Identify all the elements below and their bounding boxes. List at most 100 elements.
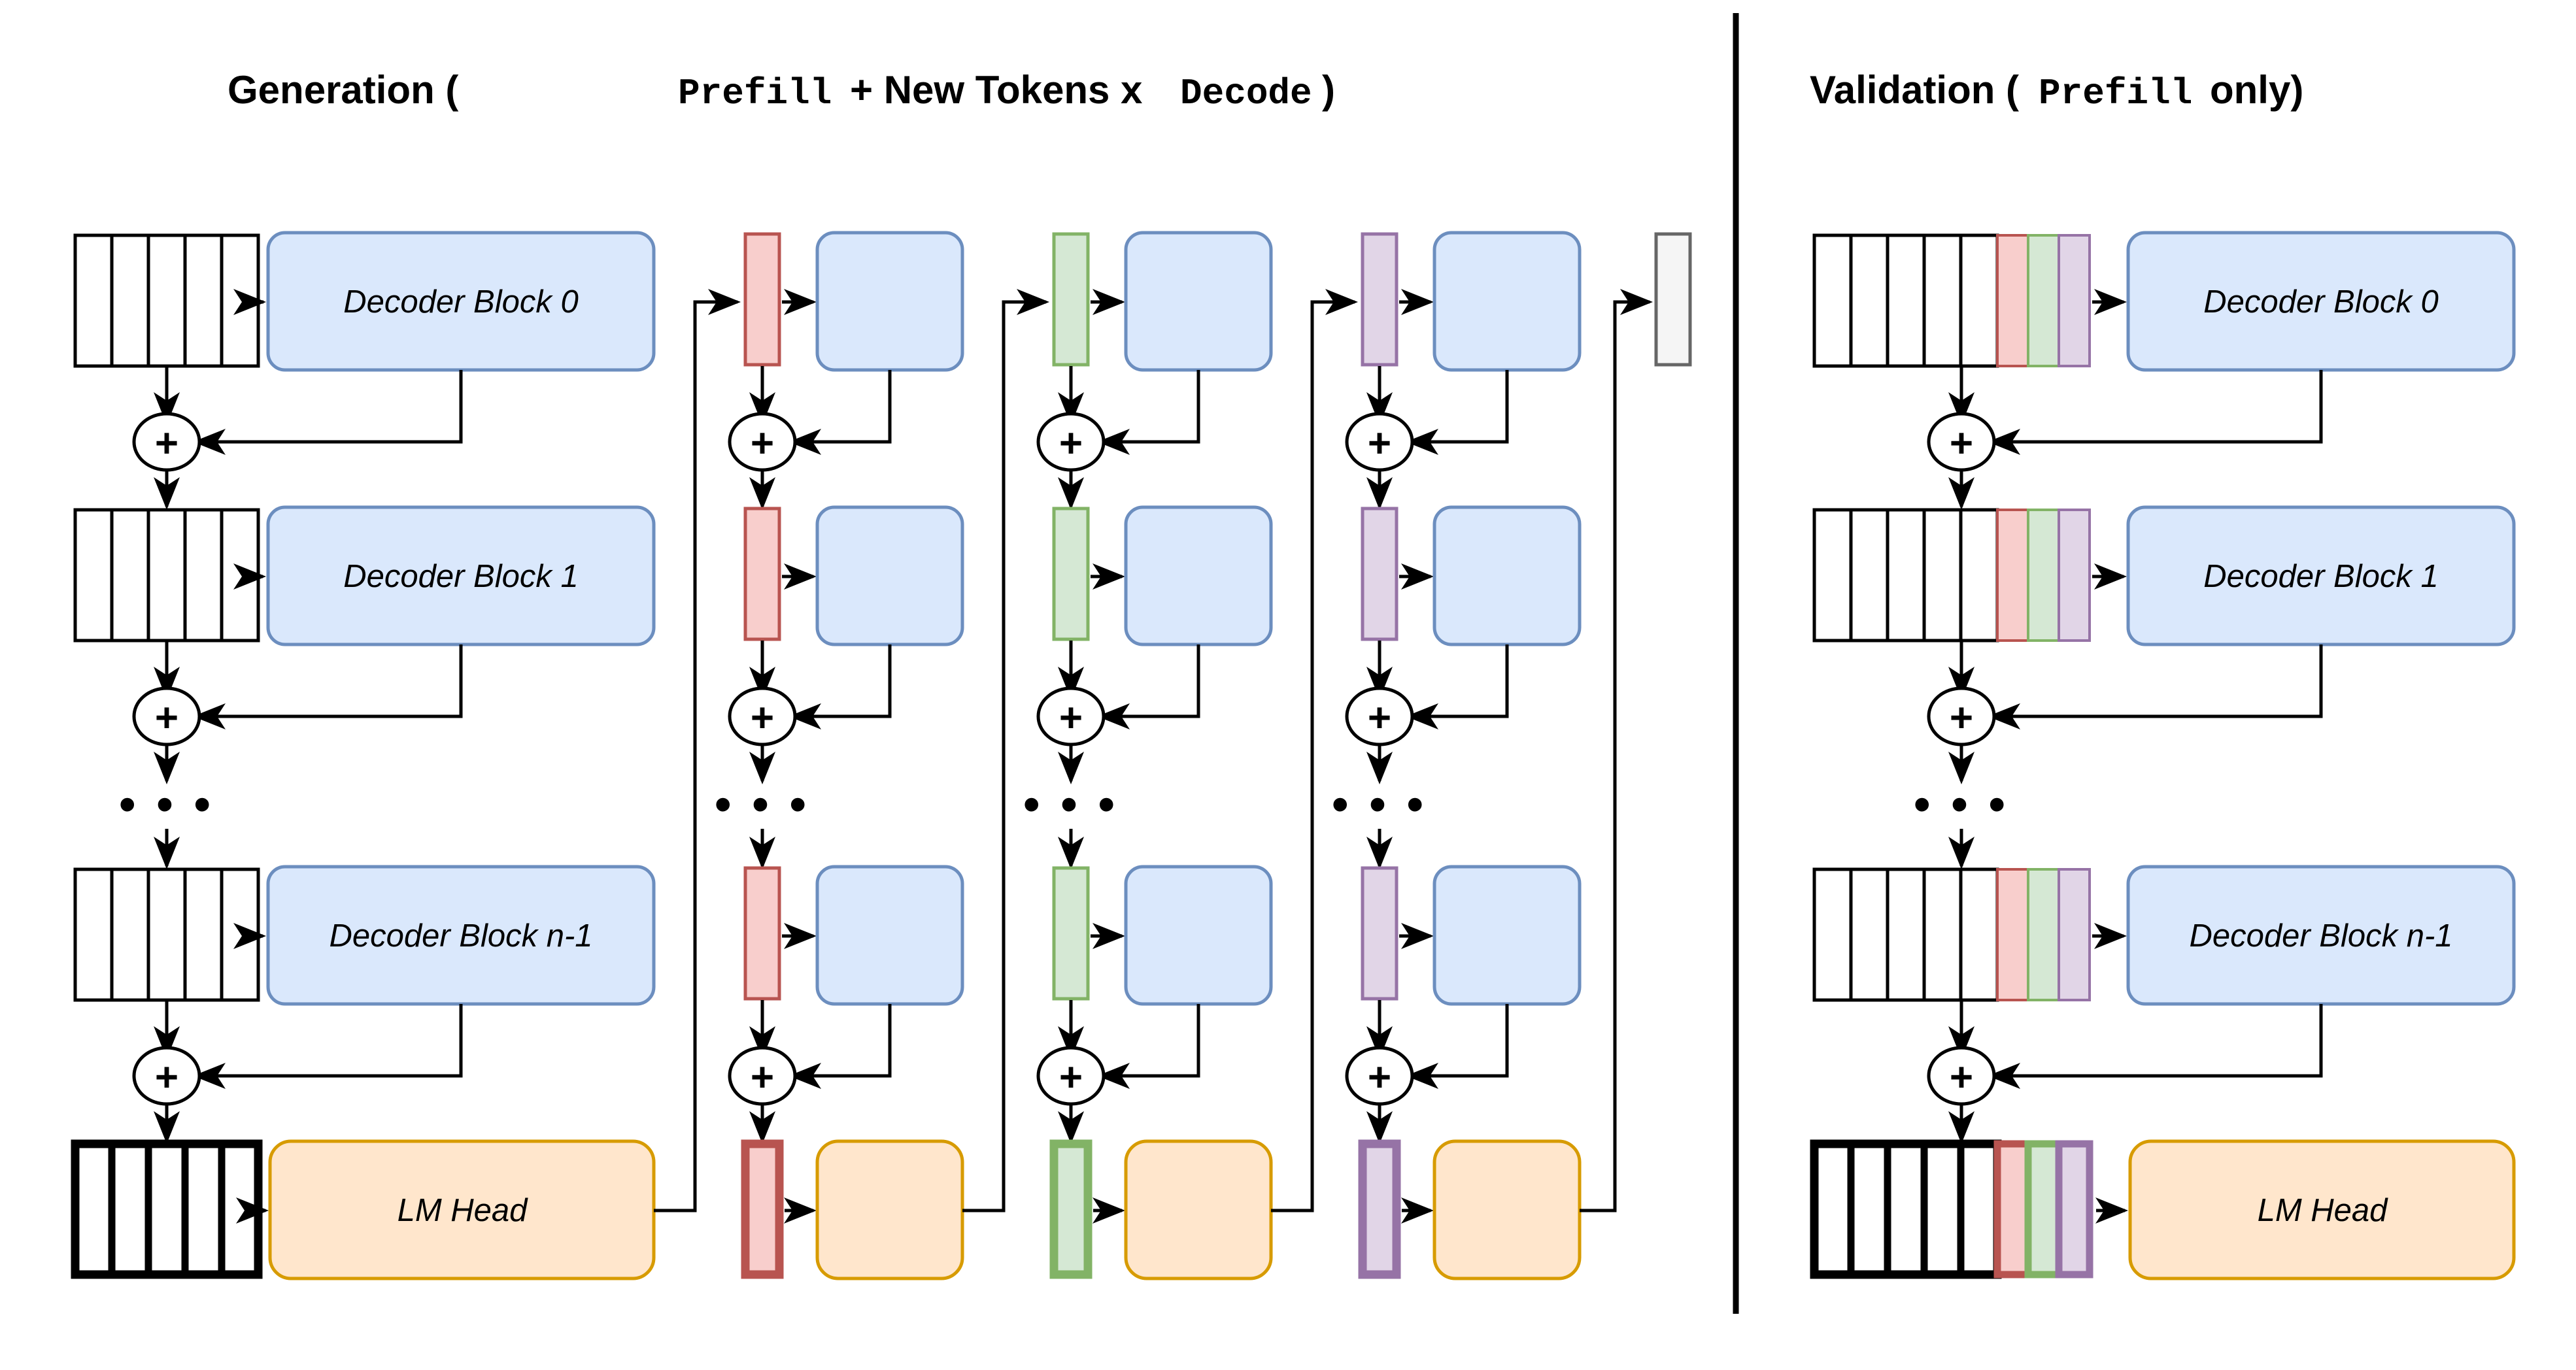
validation-token-grid-lmhead: [1810, 1139, 2093, 1279]
output-token-bar: [1654, 232, 1692, 367]
lm-head-validation-label: LM Head: [2258, 1193, 2389, 1228]
residual-add-validation-0[interactable]: +: [1927, 412, 1996, 472]
validation-token-green-lmhead: [2024, 1140, 2063, 1278]
prefill-token-grid-blockn1: [73, 867, 260, 1002]
residual-add-decode-2-1[interactable]: +: [1036, 686, 1106, 746]
validation-token-grid-block1: [1812, 508, 2091, 643]
decode-3-token-blockn1: [1361, 866, 1398, 1001]
plus-icon: +: [1950, 421, 1973, 466]
plus-icon: +: [1059, 421, 1083, 466]
plus-icon: +: [1368, 421, 1391, 466]
validation-token-green-1: [2027, 509, 2060, 642]
decode-2-token-lmhead: [1049, 1139, 1093, 1279]
plus-icon: +: [1950, 695, 1973, 741]
prefill-token-grid-block1: [73, 508, 260, 643]
generation-title-part-0: Generation (: [228, 68, 458, 112]
decode-3-decoder-block-0[interactable]: [1432, 231, 1582, 372]
residual-add-validation-n1[interactable]: +: [1927, 1046, 1996, 1106]
plus-icon: +: [1368, 695, 1391, 741]
validation-token-purple-1: [2058, 509, 2091, 642]
validation-token-red-1: [1996, 509, 2029, 642]
validation-token-green-n1: [2027, 868, 2060, 1001]
decode-1-token-block0: [743, 232, 781, 367]
decode-3-token-lmhead: [1358, 1139, 1401, 1279]
plus-icon: +: [155, 421, 178, 466]
plus-icon: +: [155, 1055, 178, 1100]
validation-token-purple-0: [2058, 234, 2091, 367]
decode-2-ellipsis: • • •: [1023, 778, 1119, 831]
plus-icon: +: [751, 695, 774, 741]
validation-decoder-block-1-label: Decoder Block 1: [2203, 559, 2439, 594]
plus-icon: +: [1368, 1055, 1391, 1100]
lm-head-decode-2[interactable]: [1124, 1139, 1273, 1280]
lm-head-decode-1[interactable]: [815, 1139, 964, 1280]
plus-icon: +: [155, 695, 178, 741]
decode-3-token-block0: [1361, 232, 1398, 367]
plus-icon: +: [1059, 695, 1083, 741]
residual-add-prefill-1[interactable]: +: [132, 686, 201, 746]
validation-token-red-lmhead: [1993, 1140, 2032, 1278]
generation-title-part-4: ): [1322, 68, 1335, 112]
residual-add-decode-3-n1[interactable]: +: [1345, 1046, 1414, 1106]
wire-prefill-to-decode-1: [654, 289, 741, 1212]
decode-2-decoder-block-n-1[interactable]: [1124, 865, 1273, 1006]
validation-token-red-n1: [1996, 868, 2029, 1001]
decode-1-decoder-block-1[interactable]: [815, 505, 964, 646]
validation-token-grid-blockn1: [1812, 867, 2091, 1002]
validation-token-red-0: [1996, 234, 2029, 367]
decode-2-decoder-block-0[interactable]: [1124, 231, 1273, 372]
residual-add-decode-1-n1[interactable]: +: [728, 1046, 797, 1106]
residual-add-decode-1-1[interactable]: +: [728, 686, 797, 746]
decode-3-decoder-block-n-1[interactable]: [1432, 865, 1582, 1006]
plus-icon: +: [751, 1055, 774, 1100]
decode-3-decoder-block-1[interactable]: [1432, 505, 1582, 646]
validation-title-part-0: Validation (: [1810, 68, 2019, 112]
validation-token-purple-n1: [2058, 868, 2091, 1001]
decode-1-decoder-block-n-1[interactable]: [815, 865, 964, 1006]
decode-2-token-block0: [1052, 232, 1090, 367]
plus-icon: +: [1059, 1055, 1083, 1100]
decode-1-token-blockn1: [743, 866, 781, 1001]
decode-2-token-blockn1: [1052, 866, 1090, 1001]
decoder-block-1-label: Decoder Block 1: [343, 559, 579, 594]
generation-panel-title: Generation ( Prefill + New Tokens x Deco…: [228, 68, 1335, 114]
validation-panel-title: Validation ( Prefill only): [1810, 68, 2303, 114]
prefill-ellipsis: • • •: [119, 778, 214, 831]
decode-2-token-block1: [1052, 507, 1090, 641]
decode-3-ellipsis: • • •: [1332, 778, 1427, 831]
residual-add-decode-1-0[interactable]: +: [728, 412, 797, 472]
residual-add-prefill-n1[interactable]: +: [132, 1046, 201, 1106]
validation-decoder-block-n-1-label: Decoder Block n-1: [2189, 918, 2452, 954]
residual-add-decode-2-0[interactable]: +: [1036, 412, 1106, 472]
lm-head-validation[interactable]: [2128, 1139, 2516, 1280]
validation-token-green-0: [2027, 234, 2060, 367]
decode-1-token-block1: [743, 507, 781, 641]
validation-token-grid-block0: [1812, 233, 2091, 368]
residual-add-decode-3-0[interactable]: +: [1345, 412, 1414, 472]
prefill-token-grid-lmhead: [71, 1139, 263, 1279]
wire-decode-3-to-output: [1580, 289, 1653, 1212]
plus-icon: +: [1950, 1055, 1973, 1100]
lm-head-prefill-label: LM Head: [398, 1193, 529, 1228]
generation-title-part-2: + New Tokens x: [850, 68, 1142, 112]
validation-decoder-block-0-label: Decoder Block 0: [2203, 284, 2439, 320]
validation-token-purple-lmhead: [2055, 1140, 2093, 1278]
validation-ellipsis: • • •: [1914, 778, 2009, 831]
residual-add-decode-2-n1[interactable]: +: [1036, 1046, 1106, 1106]
plus-icon: +: [751, 421, 774, 466]
residual-add-prefill-0[interactable]: +: [132, 412, 201, 472]
decoder-block-n-1-label: Decoder Block n-1: [329, 918, 592, 954]
prefill-token-grid-block0: [73, 233, 260, 368]
validation-title-part-2: only): [2210, 68, 2303, 112]
residual-add-validation-1[interactable]: +: [1927, 686, 1996, 746]
decoder-block-0-label: Decoder Block 0: [343, 284, 579, 320]
generation-title-part-1: Prefill: [678, 73, 832, 114]
validation-title-part-1: Prefill: [2039, 73, 2192, 114]
lm-head-decode-3[interactable]: [1432, 1139, 1582, 1280]
decode-2-decoder-block-1[interactable]: [1124, 505, 1273, 646]
decode-1-ellipsis: • • •: [715, 778, 810, 831]
decode-1-decoder-block-0[interactable]: [815, 231, 964, 372]
residual-add-decode-3-1[interactable]: +: [1345, 686, 1414, 746]
decode-1-token-lmhead: [741, 1139, 784, 1279]
